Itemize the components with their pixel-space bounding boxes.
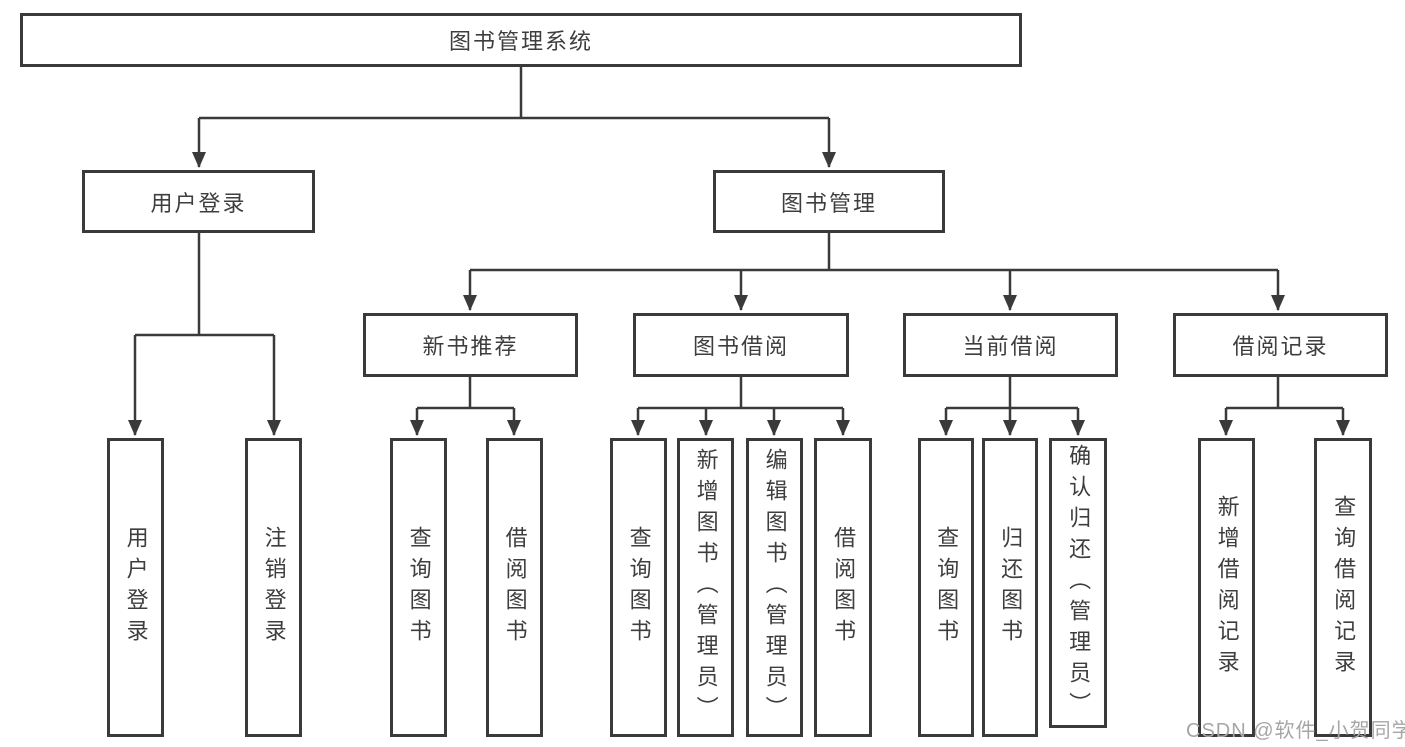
node-user-login: 用户登录 bbox=[82, 170, 315, 233]
leaf-borrow-book-2: 借阅图书 bbox=[814, 438, 872, 737]
node-book-management: 图书管理 bbox=[713, 170, 945, 233]
node-borrow-records: 借阅记录 bbox=[1173, 313, 1388, 377]
leaf-query-book-2: 查询图书 bbox=[610, 438, 667, 737]
leaf-add-book-admin: 新增图书（管理员） bbox=[677, 438, 734, 737]
leaf-borrow-book-1: 借阅图书 bbox=[486, 438, 543, 737]
node-new-book-recommend: 新书推荐 bbox=[363, 313, 578, 377]
leaf-confirm-return-admin: 确认归还（管理员） bbox=[1049, 438, 1107, 728]
leaf-user-login: 用户登录 bbox=[107, 438, 164, 737]
leaf-return-book: 归还图书 bbox=[982, 438, 1038, 737]
leaf-logout: 注销登录 bbox=[245, 438, 302, 737]
node-current-borrow: 当前借阅 bbox=[903, 313, 1118, 377]
leaf-query-book-1: 查询图书 bbox=[390, 438, 447, 737]
leaf-edit-book-admin: 编辑图书（管理员） bbox=[746, 438, 803, 737]
leaf-add-borrow-record: 新增借阅记录 bbox=[1198, 438, 1255, 737]
node-root: 图书管理系统 bbox=[20, 13, 1022, 67]
leaf-query-borrow-record: 查询借阅记录 bbox=[1314, 438, 1372, 737]
node-book-borrow: 图书借阅 bbox=[633, 313, 849, 377]
leaf-query-book-3: 查询图书 bbox=[918, 438, 974, 737]
csdn-watermark: CSDN @软件_小贺同学 bbox=[1186, 720, 1405, 742]
